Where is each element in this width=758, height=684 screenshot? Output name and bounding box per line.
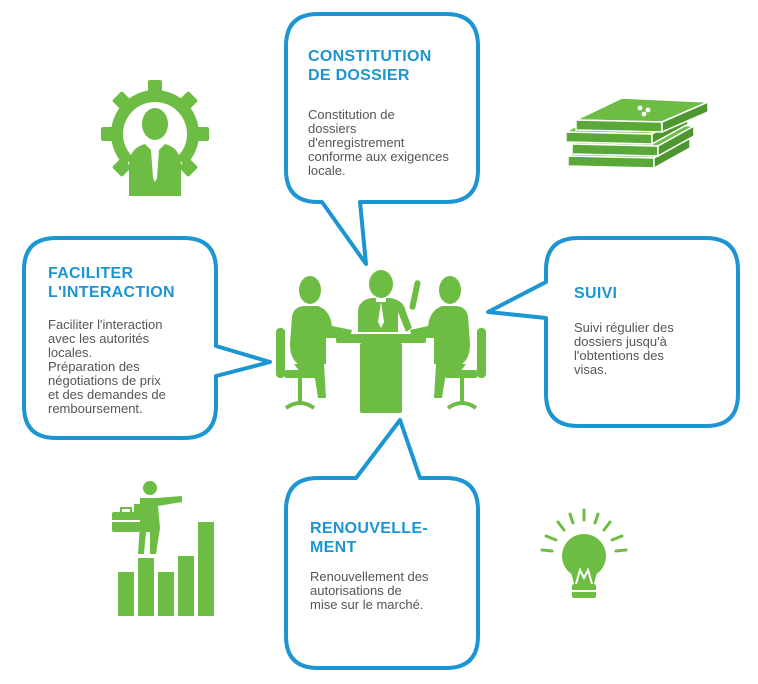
stacked-folders-icon	[563, 98, 709, 170]
bubble-constitution-outline	[284, 12, 480, 266]
faciliter-title: FACILITER L'INTERACTION	[48, 264, 175, 302]
faciliter-body-line: et des demandes de	[48, 387, 166, 402]
faciliter-body-line: remboursement.	[48, 401, 143, 416]
renouvellement-title-line: MENT	[310, 539, 357, 556]
suivi-body-line: Suivi régulier des	[574, 320, 674, 335]
faciliter-body-line: Faciliter l'interaction	[48, 317, 163, 332]
suivi-title-line: SUIVI	[574, 285, 618, 302]
renouvellement-body-line: mise sur le marché.	[310, 597, 424, 612]
businessman-bar-chart-icon	[112, 481, 214, 616]
renouvellement-title: RENOUVELLE- MENT	[310, 519, 428, 557]
constitution-body-line: conforme aux exigences	[308, 149, 449, 164]
suivi-body: Suivi régulier des dossiers jusqu'à l'ob…	[574, 321, 674, 377]
faciliter-body: Faciliter l'interaction avec les autorit…	[48, 318, 166, 416]
constitution-title-line: CONSTITUTION	[308, 48, 432, 65]
constitution-body-line: d'enregistrement	[308, 135, 405, 150]
renouvellement-title-line: RENOUVELLE-	[310, 520, 428, 537]
faciliter-body-line: avec les autorités	[48, 331, 150, 346]
faciliter-body-line: négotiations de prix	[48, 373, 161, 388]
suivi-body-line: l'obtentions des	[574, 348, 664, 363]
suivi-title: SUIVI	[574, 284, 617, 303]
renouvellement-body-line: autorisations de	[310, 583, 402, 598]
constitution-body-line: Constitution de	[308, 107, 395, 122]
constitution-body-line: dossiers	[308, 121, 357, 136]
faciliter-body-line: Préparation des	[48, 359, 140, 374]
faciliter-title-line: L'INTERACTION	[48, 284, 175, 301]
bubble-suivi-outline	[486, 236, 740, 428]
bubble-renouvellement-outline	[284, 418, 480, 670]
faciliter-title-line: FACILITER	[48, 265, 134, 282]
suivi-body-line: dossiers jusqu'à	[574, 334, 667, 349]
bubble-faciliter-outline	[22, 236, 272, 440]
constitution-body: Constitution de dossiers d'enregistremen…	[308, 108, 449, 178]
constitution-body-line: locale.	[308, 163, 346, 178]
suivi-body-line: visas.	[574, 362, 608, 377]
lightbulb-icon	[540, 508, 628, 598]
renouvellement-body: Renouvellement des autorisations de mise…	[310, 570, 429, 612]
constitution-title: CONSTITUTION DE DOSSIER	[308, 47, 432, 85]
meeting-table-icon	[276, 270, 486, 413]
renouvellement-body-line: Renouvellement des	[310, 569, 429, 584]
faciliter-body-line: locales.	[48, 345, 93, 360]
gear-person-icon	[101, 80, 209, 196]
constitution-title-line: DE DOSSIER	[308, 67, 410, 84]
